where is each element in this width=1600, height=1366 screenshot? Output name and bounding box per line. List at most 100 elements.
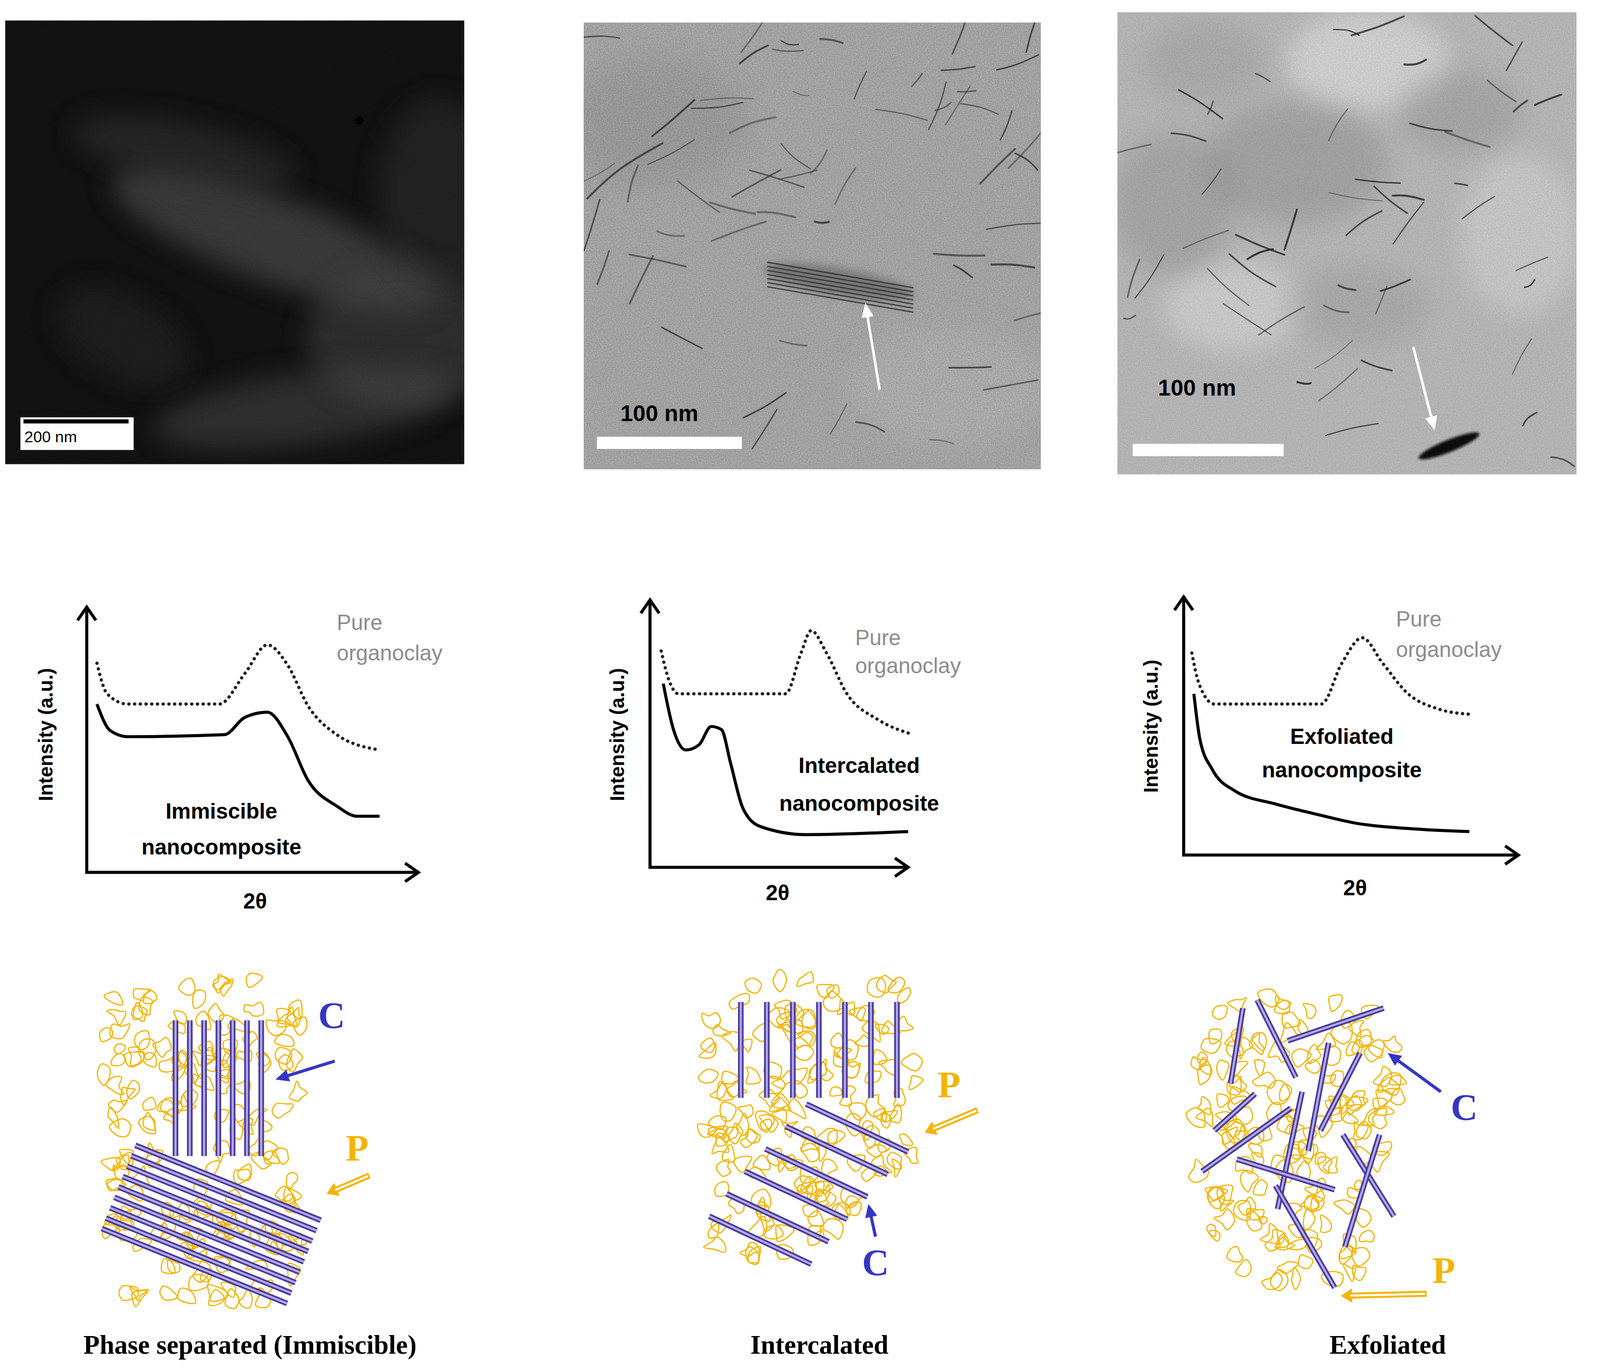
clay-streak [778,170,818,180]
polymer-chain [1348,1020,1364,1037]
polymer-chain [822,1218,844,1240]
polymer-chain [727,1123,743,1144]
polymer-chain [284,1187,302,1205]
clay-platelet [1275,1185,1335,1288]
clay-streak [1123,315,1136,319]
clay-streak [677,180,720,213]
clay-streak [700,97,754,101]
polymer-chain [159,1285,177,1301]
polymer-chain [1208,1028,1222,1044]
panel-caption: Phase separated (Immiscible) [83,1330,417,1360]
polymer-chain [1216,1093,1229,1108]
clay-streak [597,251,609,285]
polymer-chain [225,1288,239,1309]
tem-background [4,20,464,465]
curve-label: Pure organoclay [1396,603,1524,665]
clay-streak [810,150,827,174]
clay-streak [820,38,843,43]
polymer-chain [246,972,263,988]
polymer-chain [1320,1215,1332,1233]
polymer-chain [1282,1011,1301,1029]
polymer-chain [909,1075,924,1090]
clay-platelet [1230,1008,1243,1085]
clay-streak [830,403,848,434]
clay-tactoid [767,266,914,292]
clay-platelet [868,1001,874,1098]
polymer-chain [1307,1044,1321,1064]
curve-label: Pure organoclay [336,607,465,669]
clay-platelet [1344,1134,1380,1247]
polymer-chain [108,1100,128,1113]
clay-streak [934,253,985,256]
polymer-chain [716,1159,731,1177]
callout-arrow [286,1061,335,1077]
clay-streak [757,212,796,218]
polymer-chain [237,1164,252,1181]
polymer-chain [745,1246,760,1265]
polymer-chain [138,1116,156,1135]
clay-streak [1014,312,1041,321]
clay-platelet [1275,1185,1335,1288]
figure-group [4,10,1582,1309]
polymer-chain [208,1289,225,1306]
clay-streak [742,392,786,418]
polymer-chain [816,984,834,998]
tem-grain [583,22,1041,470]
polymer-chain [713,1024,731,1036]
polymer-chain [104,991,123,1005]
callout-arrow [1397,1060,1441,1092]
clay-streak [1380,279,1411,291]
polymer-matrix [697,969,923,1265]
xrd-plot [1174,597,1519,865]
polymer-chain [1227,1246,1244,1263]
axis-arrow [894,857,909,877]
polymer-chain [697,1123,717,1138]
callout-letter: C [861,1241,889,1284]
pointer-arrow [861,303,874,319]
clay-platelet [817,1001,820,1098]
tem-background [1117,12,1577,475]
clay-platelet [258,1020,264,1157]
polymer-chain [740,1242,760,1257]
clay-streak [1015,153,1038,171]
curve-label: Immiscible nanocomposite [118,793,325,865]
polymer-chain [110,1023,130,1039]
polymer-chain [699,1042,716,1058]
polymer-chain [1298,1254,1314,1269]
axis-arrow [404,863,419,882]
callout-arrow [1387,1053,1402,1066]
polymer-chain [1252,1072,1276,1089]
polymer-chain [745,1067,761,1085]
polymer-chain [243,1001,264,1017]
clay-platelet [709,1216,812,1265]
polymer-chain [1214,1208,1235,1230]
polymer-chain [866,1144,887,1158]
clay-streak [1512,339,1532,375]
clay-streak [583,36,620,39]
polymer-chain [703,1236,726,1253]
polymer-chain [111,1053,126,1066]
clay-streak [953,265,972,278]
polymer-chain [873,1049,887,1065]
clay-streak [835,168,857,204]
clay-streak [952,22,969,55]
clay-streak [1351,16,1404,36]
clay-platelet [1344,1134,1380,1247]
polymer-chain [1372,1097,1388,1109]
clay-streak [960,103,999,115]
clay-streak [628,165,639,202]
clay-streak [1183,230,1229,249]
curve-label: Intercalated nanocomposite [760,746,958,823]
tem-image [4,20,464,465]
scale-label: 200 nm [24,428,78,446]
polymer-chain [1342,1264,1356,1282]
scale-box [20,417,134,450]
clay-platelet [816,1001,822,1098]
clay-platelet [709,1216,812,1265]
polymer-chain [124,1052,144,1067]
polymer-chain [285,1007,301,1028]
axis-arrow [640,600,659,614]
polymer-chain [118,1285,139,1301]
clay-platelet [1308,1042,1329,1151]
tem-grain [4,20,464,465]
